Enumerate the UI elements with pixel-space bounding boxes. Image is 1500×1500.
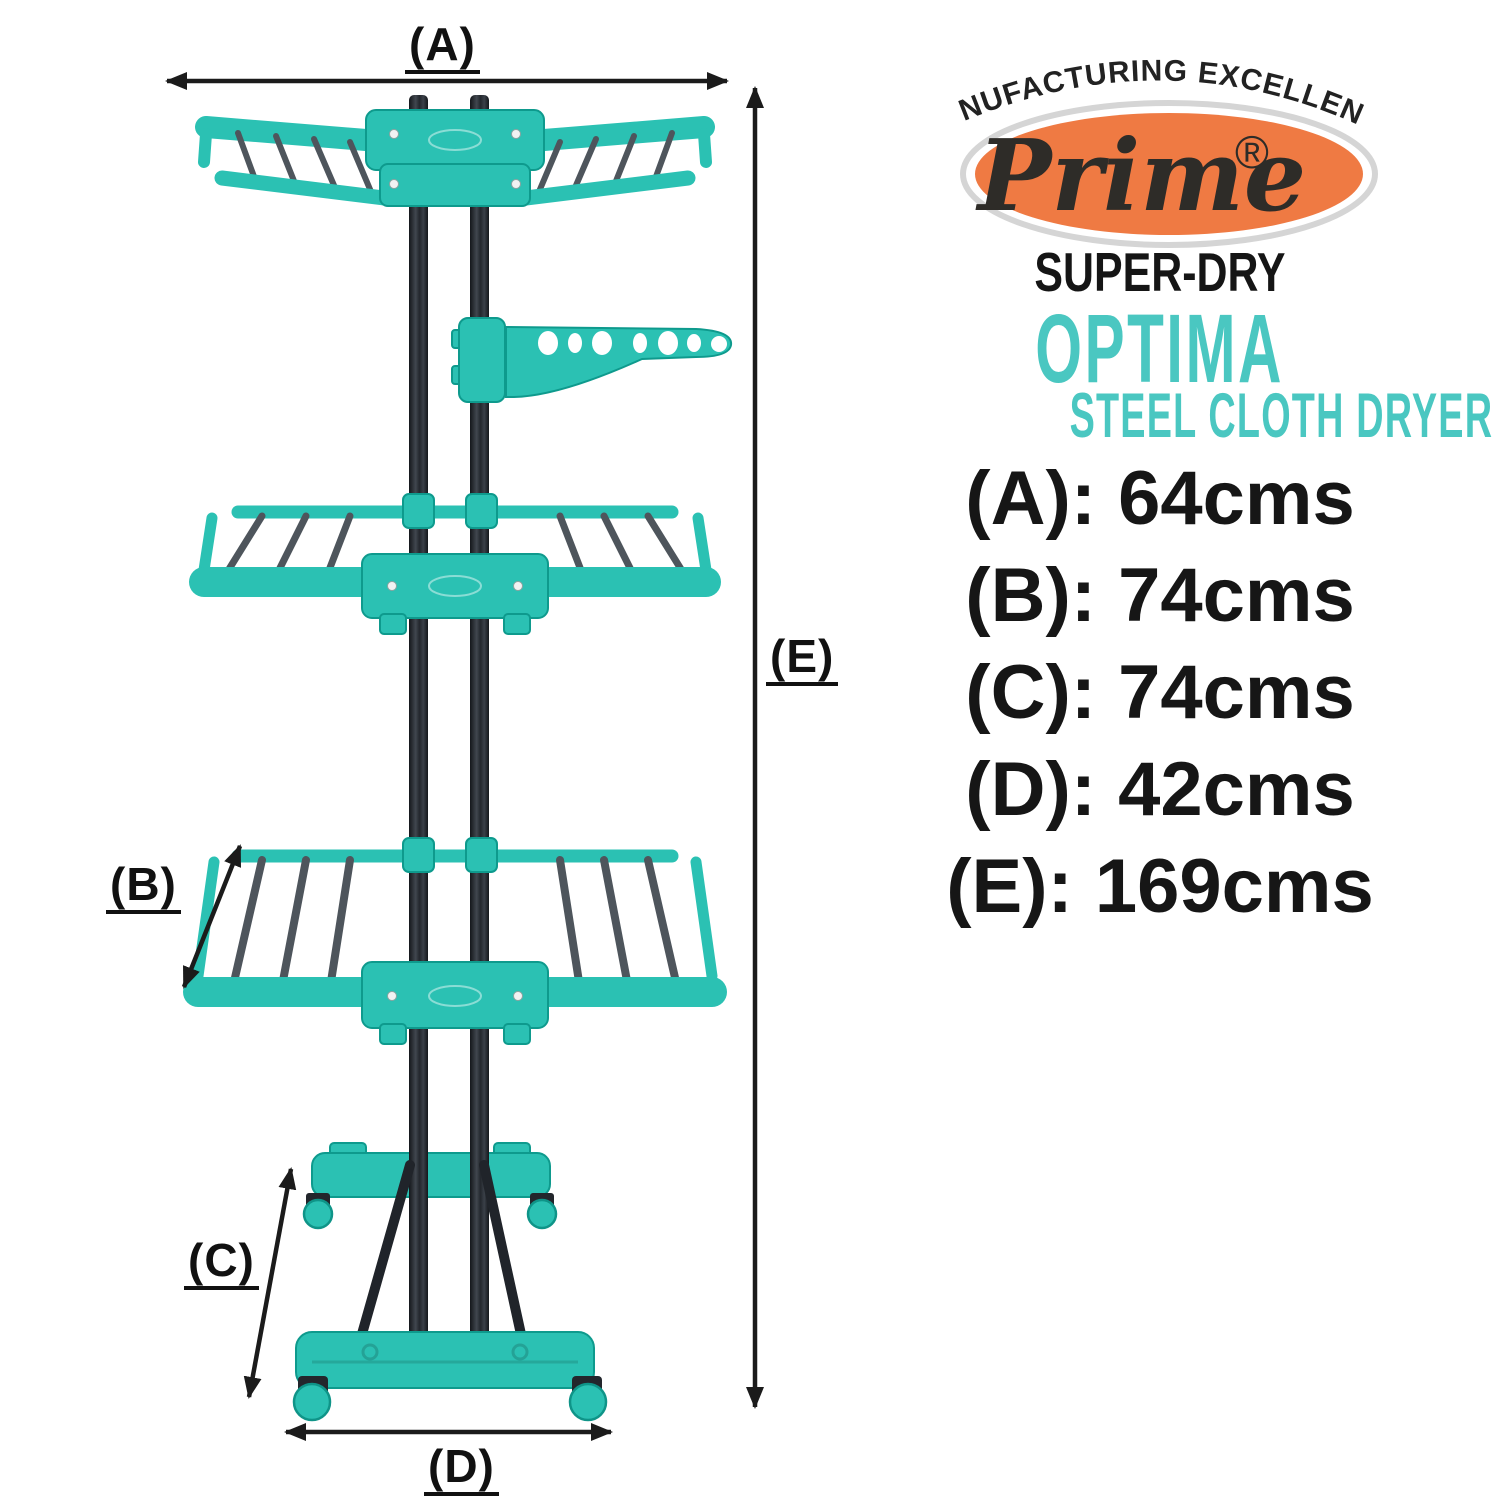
tier-3-front: [183, 837, 727, 1045]
dimension-value: 74cms: [1118, 650, 1355, 735]
dimension-arrows: [165, 72, 764, 1441]
dimension-label: (B):: [965, 553, 1097, 638]
dimension-value: 64cms: [1118, 456, 1355, 541]
dimension-row-e: (E): 169cms: [880, 838, 1440, 935]
product-name-text: OPTIMA: [1035, 294, 1285, 403]
dimension-value: 74cms: [1118, 553, 1355, 638]
figure-label-b: (B): [106, 860, 181, 914]
prime-logo: MANUFACTURING EXCELLENCE Prime ®: [880, 30, 1378, 248]
sub-brand-text: SUPER-DRY: [1034, 241, 1286, 303]
dimension-label: (D):: [965, 747, 1097, 832]
product-type: STEEL CLOTH DRYER STAND: [880, 385, 1500, 448]
tier-1-hub: [365, 109, 545, 207]
dimension-row-b: (B): 74cms: [880, 547, 1440, 644]
arrow-depth-b: [181, 844, 243, 989]
caster-wheel: [302, 1198, 334, 1230]
logo-wordmark: Prime: [975, 119, 1307, 234]
registered-mark: ®: [1235, 126, 1269, 178]
dimension-value: 169cms: [1094, 844, 1374, 929]
dimension-row-d: (D): 42cms: [880, 741, 1440, 838]
product-type-text: STEEL CLOTH DRYER STAND: [1069, 381, 1500, 451]
front-base: [292, 1160, 608, 1422]
caster-wheel: [292, 1382, 332, 1422]
dimension-value: 42cms: [1118, 747, 1355, 832]
tier-2-front: [189, 493, 721, 635]
product-name: OPTIMA: [880, 300, 1440, 397]
caster-wheel: [568, 1382, 608, 1422]
dimension-label: (C):: [965, 650, 1097, 735]
figure-label-e: (E): [766, 632, 839, 686]
dimension-label: (A):: [965, 456, 1097, 541]
dimension-label: (E):: [946, 844, 1073, 929]
arrow-depth-c: [243, 1167, 297, 1399]
hanger-arm: [451, 317, 733, 403]
figure-label-a: (A): [405, 20, 480, 74]
dimension-list: (A): 64cms (B): 74cms (C): 74cms (D): 42…: [880, 450, 1440, 935]
logo-ellipse-orange: [975, 113, 1363, 235]
tier-1-wings: [195, 116, 715, 206]
vertical-poles: [409, 95, 489, 1347]
dryer-stand-figure: [165, 72, 764, 1441]
figure-label-c: (C): [184, 1236, 259, 1290]
figure-label-d: (D): [424, 1442, 499, 1496]
dimension-row-c: (C): 74cms: [880, 644, 1440, 741]
dimension-row-a: (A): 64cms: [880, 450, 1440, 547]
sub-brand: SUPER-DRY: [880, 240, 1440, 304]
caster-wheel: [526, 1198, 558, 1230]
rear-base: [302, 1142, 558, 1230]
